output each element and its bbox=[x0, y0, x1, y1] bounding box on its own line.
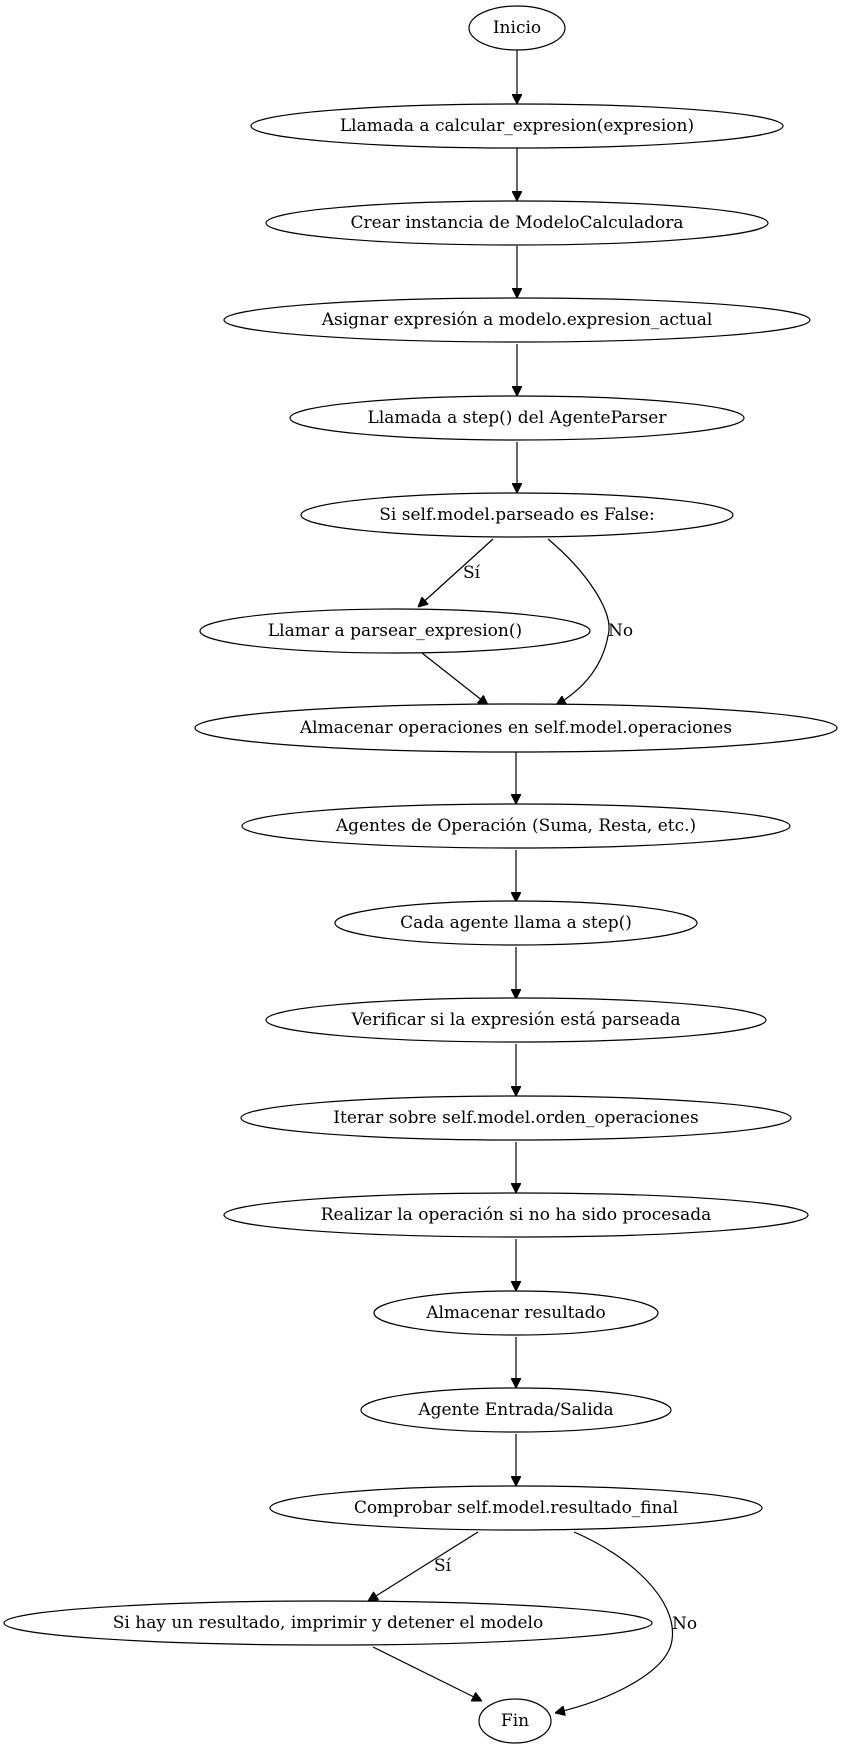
node-label: Comprobar self.model.resultado_final bbox=[354, 1498, 678, 1518]
node-asignar-expresion: Asignar expresión a modelo.expresion_act… bbox=[223, 297, 811, 343]
edge-siparseado-llamar-si bbox=[418, 538, 494, 607]
node-crear-instancia: Crear instancia de ModeloCalculadora bbox=[265, 200, 769, 246]
node-llamar-parsear: Llamar a parsear_expresion() bbox=[199, 608, 591, 654]
node-label: Verificar si la expresión está parseada bbox=[350, 1010, 680, 1030]
node-verificar-parseada: Verificar si la expresión está parseada bbox=[265, 997, 767, 1043]
node-label: Almacenar operaciones en self.model.oper… bbox=[299, 718, 732, 738]
node-label: Si hay un resultado, imprimir y detener … bbox=[113, 1613, 543, 1633]
node-label: Llamada a calcular_expresion(expresion) bbox=[340, 116, 694, 136]
edge-label-parseado-si: Sí bbox=[463, 563, 481, 583]
node-label: Llamar a parsear_expresion() bbox=[268, 621, 522, 641]
node-si-hay-resultado: Si hay un resultado, imprimir y detener … bbox=[3, 1600, 653, 1646]
node-label: Fin bbox=[501, 1711, 529, 1731]
node-realizar-operacion: Realizar la operación si no ha sido proc… bbox=[223, 1192, 809, 1238]
node-agente-entrada-salida: Agente Entrada/Salida bbox=[360, 1387, 672, 1433]
node-inicio: Inicio bbox=[468, 5, 566, 51]
node-label: Cada agente llama a step() bbox=[400, 913, 632, 933]
node-fin: Fin bbox=[478, 1698, 552, 1744]
node-llamada-step-parser: Llamada a step() del AgenteParser bbox=[289, 395, 745, 441]
edge-siparseado-almacenar-no bbox=[547, 538, 610, 705]
node-iterar-orden: Iterar sobre self.model.orden_operacione… bbox=[240, 1095, 792, 1141]
node-cada-agente: Cada agente llama a step() bbox=[334, 900, 698, 946]
node-label: Crear instancia de ModeloCalculadora bbox=[351, 213, 684, 233]
node-label: Asignar expresión a modelo.expresion_act… bbox=[321, 310, 713, 330]
edge-label-resultado-si: Sí bbox=[434, 1556, 452, 1576]
node-label: Agente Entrada/Salida bbox=[417, 1400, 613, 1420]
node-almacenar-operaciones: Almacenar operaciones en self.model.oper… bbox=[194, 703, 838, 753]
node-label: Agentes de Operación (Suma, Resta, etc.) bbox=[335, 816, 696, 836]
edge-comprobar-sihay-si bbox=[368, 1531, 479, 1601]
node-label: Iterar sobre self.model.orden_operacione… bbox=[333, 1108, 698, 1128]
node-comprobar-resultado: Comprobar self.model.resultado_final bbox=[269, 1485, 763, 1531]
node-label: Realizar la operación si no ha sido proc… bbox=[321, 1205, 711, 1225]
node-si-parseado: Si self.model.parseado es False: bbox=[300, 492, 734, 538]
edge-label-resultado-no: No bbox=[672, 1614, 697, 1634]
node-almacenar-resultado: Almacenar resultado bbox=[373, 1290, 659, 1336]
node-label: Llamada a step() del AgenteParser bbox=[368, 408, 668, 428]
edge-label-parseado-no: No bbox=[608, 621, 633, 641]
edges bbox=[368, 49, 674, 1713]
node-label: Almacenar resultado bbox=[425, 1303, 606, 1323]
node-agentes-operacion: Agentes de Operación (Suma, Resta, etc.) bbox=[241, 803, 791, 849]
edge-comprobar-fin-no bbox=[555, 1531, 674, 1713]
node-label: Inicio bbox=[493, 18, 541, 38]
edge-sihay-fin bbox=[372, 1646, 482, 1701]
node-label: Si self.model.parseado es False: bbox=[379, 505, 654, 525]
edge-llamar-almacenar bbox=[421, 652, 488, 705]
node-llamada-calcular: Llamada a calcular_expresion(expresion) bbox=[250, 103, 784, 149]
